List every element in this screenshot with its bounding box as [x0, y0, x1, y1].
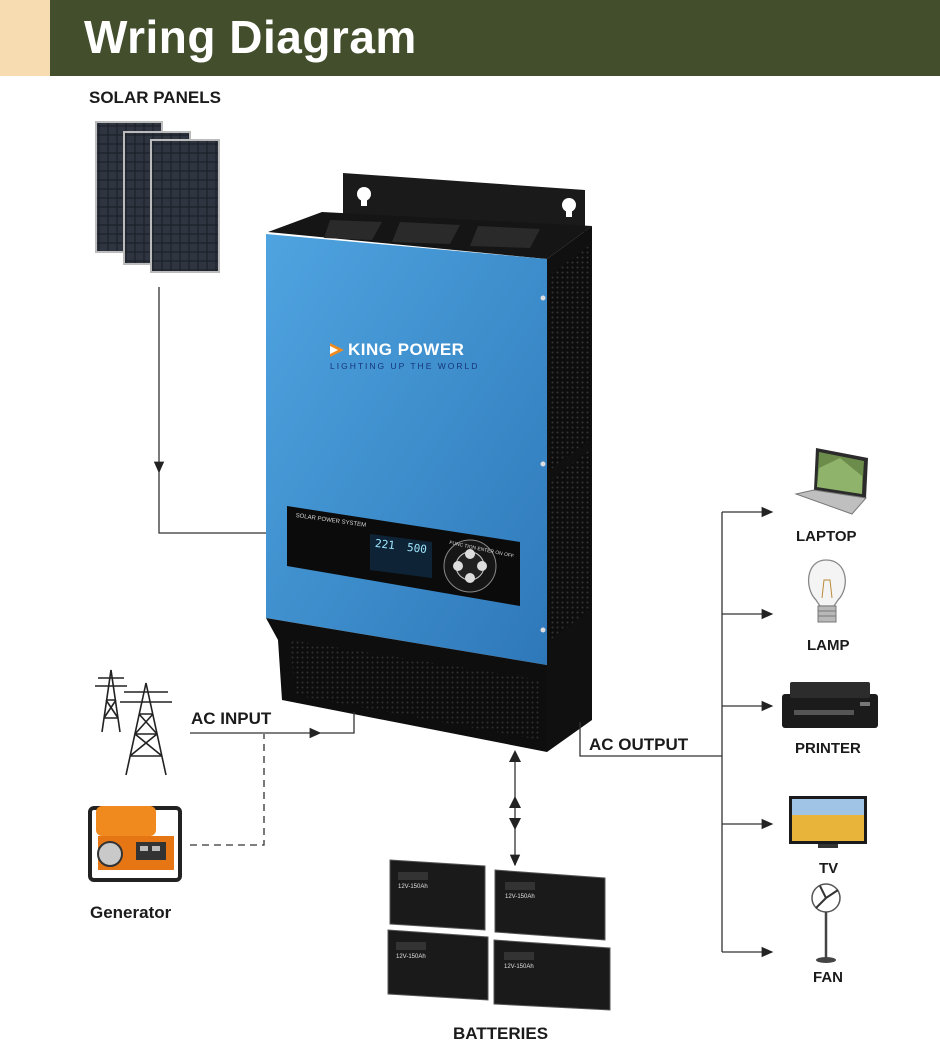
brand-logo-icon — [330, 343, 344, 357]
inverter-icon — [266, 173, 592, 752]
laptop-icon — [794, 448, 868, 515]
lcd-left-value: 221 — [374, 536, 396, 553]
inverter-brand: KING POWER LIGHTING UP THE WORLD — [330, 340, 479, 371]
page-title: Wring Diagram — [84, 11, 417, 63]
load-label-tv: TV — [819, 860, 839, 877]
load-label-laptop: LAPTOP — [796, 528, 857, 545]
fan-icon — [811, 883, 841, 963]
batteries-label: BATTERIES — [453, 1024, 549, 1043]
battery-label-3: 12V-150Ah — [396, 954, 426, 960]
printer-icon — [782, 682, 878, 728]
brand-tagline: LIGHTING UP THE WORLD — [330, 361, 480, 371]
ac-output-label: AC OUTPUT — [589, 735, 689, 754]
solar-wire-2 — [158, 472, 290, 534]
brand-name: KING POWER — [348, 340, 465, 359]
lamp-icon — [807, 559, 846, 623]
tv-icon — [789, 796, 867, 848]
generator-wire — [190, 734, 265, 846]
load-label-printer: PRINTER — [795, 740, 861, 757]
generator-icon — [88, 806, 182, 882]
battery-label-4: 12V-150Ah — [504, 964, 534, 970]
lcd-right-value: 500 — [406, 540, 428, 557]
header-banner: Wring Diagram — [0, 0, 940, 76]
header-bar — [50, 0, 940, 76]
load-label-fan: FAN — [813, 969, 843, 986]
power-pylon-icon — [95, 669, 172, 776]
battery-label-1: 12V-150Ah — [398, 884, 428, 890]
ac-input-wire-2 — [320, 712, 355, 734]
load-label-lamp: LAMP — [807, 637, 850, 654]
solar-panels-label: SOLAR PANELS — [89, 88, 221, 107]
solar-panels-icon — [95, 121, 220, 273]
generator-label: Generator — [90, 903, 172, 922]
ac-input-label: AC INPUT — [191, 709, 272, 728]
battery-label-2: 12V-150Ah — [505, 894, 535, 900]
header-accent — [0, 0, 50, 76]
batteries-icon — [387, 859, 611, 1011]
ac-output-wire — [579, 722, 722, 757]
